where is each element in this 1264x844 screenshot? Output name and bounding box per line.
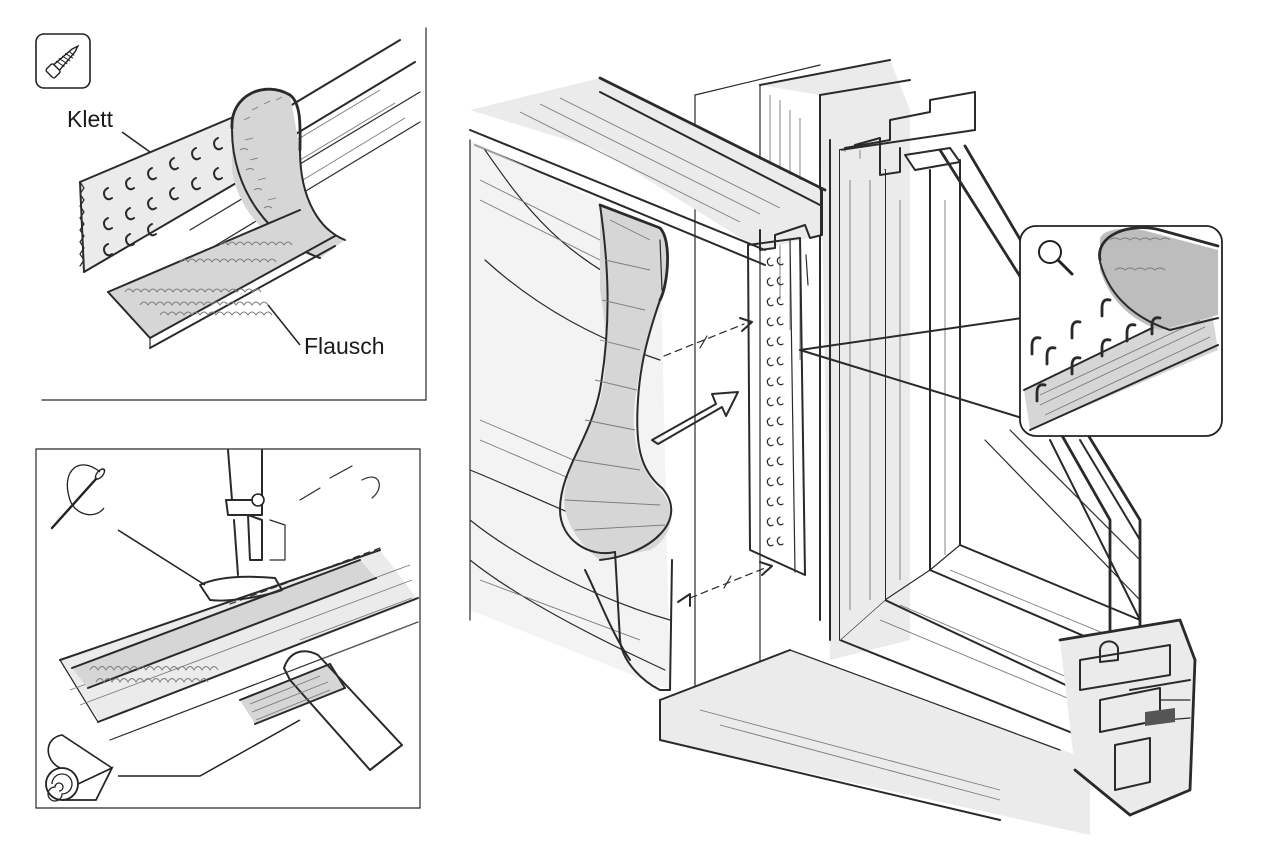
magnifier-icon bbox=[1038, 240, 1074, 276]
loop-strip bbox=[107, 209, 336, 349]
window-reveal bbox=[659, 64, 1090, 835]
needle-thread-icon bbox=[50, 464, 106, 530]
hook-pattern bbox=[103, 137, 223, 257]
zoom-hook-pattern bbox=[1030, 298, 1162, 403]
hook-strip bbox=[79, 109, 263, 273]
leader-hook bbox=[121, 131, 151, 153]
zoom-callout bbox=[799, 225, 1223, 621]
direction-arrow bbox=[651, 391, 739, 445]
blind-fastening-band bbox=[559, 203, 673, 691]
double-sided-tape bbox=[239, 650, 403, 771]
mounted-hook-strip bbox=[747, 237, 809, 576]
label-hook: Klett bbox=[67, 106, 114, 132]
leader-needle bbox=[117, 529, 206, 586]
sewing-machine-foot bbox=[199, 449, 380, 602]
leader-loop bbox=[267, 304, 301, 346]
bottom-profile-section bbox=[1058, 618, 1197, 817]
sewn-loop-strip bbox=[71, 547, 381, 689]
leader-tape bbox=[118, 719, 301, 777]
label-loop: Flausch bbox=[304, 333, 385, 359]
screw-icon bbox=[35, 33, 91, 89]
alignment-arrows bbox=[663, 317, 773, 607]
glass-pane bbox=[984, 428, 1142, 632]
tape-roll-icon bbox=[45, 734, 114, 802]
mounted-hook-pattern bbox=[766, 256, 784, 547]
panel-hook-loop: Klett Flausch bbox=[35, 27, 427, 401]
main-scene bbox=[469, 59, 1223, 835]
top-rail bbox=[469, 76, 827, 266]
hook-strip-curl bbox=[230, 87, 346, 259]
panel-sew-tape bbox=[35, 448, 421, 809]
